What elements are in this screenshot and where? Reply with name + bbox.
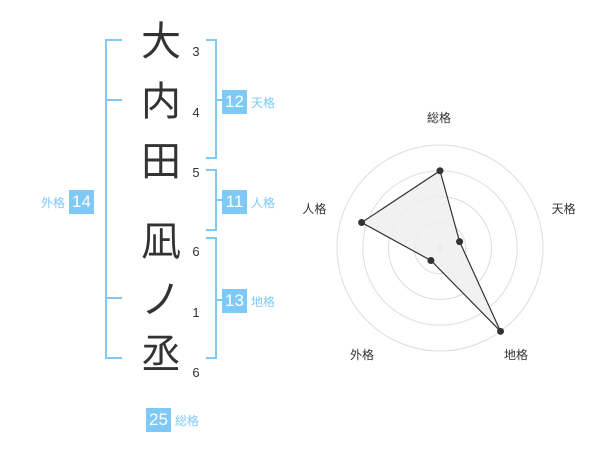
- soukaku-badge: 25 総格: [146, 408, 199, 432]
- radar-axis-label-2: 天格: [551, 201, 576, 216]
- radar-axis-label-4: 外格: [350, 347, 375, 362]
- tenkaku-bracket: [206, 39, 222, 159]
- gaikaku-bracket: [105, 39, 122, 359]
- fortune-brackets: [105, 39, 222, 359]
- name-char-6: 丞: [141, 332, 181, 378]
- stroke-count-5: 1: [192, 305, 200, 320]
- radar-polygon: [360, 169, 502, 332]
- chikaku-label: 地格: [251, 294, 276, 309]
- jinkaku-label: 人格: [251, 195, 276, 210]
- name-char-4: 凪: [141, 219, 181, 265]
- gaikaku-label: 外格: [41, 195, 66, 210]
- jinkaku-value: 11: [222, 190, 247, 214]
- radar-axis-label-1: 総格: [427, 111, 452, 125]
- radar-point-3: [497, 327, 505, 335]
- jinkaku-bracket: [206, 169, 222, 231]
- tenkaku-badge: 12 天格: [222, 90, 275, 114]
- name-char-3: 田: [141, 139, 181, 185]
- stroke-count-2: 4: [192, 105, 200, 120]
- stroke-count-3: 5: [192, 165, 200, 180]
- chikaku-value: 13: [222, 289, 247, 313]
- stroke-count-1: 3: [192, 44, 200, 59]
- chikaku-bracket: [206, 237, 222, 359]
- radar-chart: [336, 144, 544, 352]
- radar-point-2: [456, 238, 464, 246]
- gaikaku-value: 14: [69, 190, 95, 214]
- tenkaku-label: 天格: [251, 95, 276, 110]
- tenkaku-value: 12: [222, 90, 247, 114]
- radar-point-5: [358, 219, 366, 227]
- radar-point-4: [427, 256, 435, 264]
- stroke-count-6: 6: [192, 365, 200, 380]
- radar-ring: [336, 144, 544, 352]
- stroke-count-4: 6: [192, 244, 200, 259]
- chikaku-badge: 13 地格: [222, 289, 275, 313]
- name-char-2: 内: [141, 79, 181, 125]
- radar-point-1: [436, 167, 444, 175]
- radar-axis-label-3: 地格: [503, 347, 528, 362]
- soukaku-value: 25: [146, 408, 171, 432]
- name-char-1: 大: [141, 19, 181, 65]
- jinkaku-badge: 11 人格: [222, 190, 275, 214]
- gaikaku-badge: 14 外格: [41, 190, 95, 214]
- soukaku-label: 総格: [175, 413, 200, 428]
- name-char-5: ノ: [141, 277, 181, 323]
- radar-axis-label-5: 人格: [302, 201, 327, 216]
